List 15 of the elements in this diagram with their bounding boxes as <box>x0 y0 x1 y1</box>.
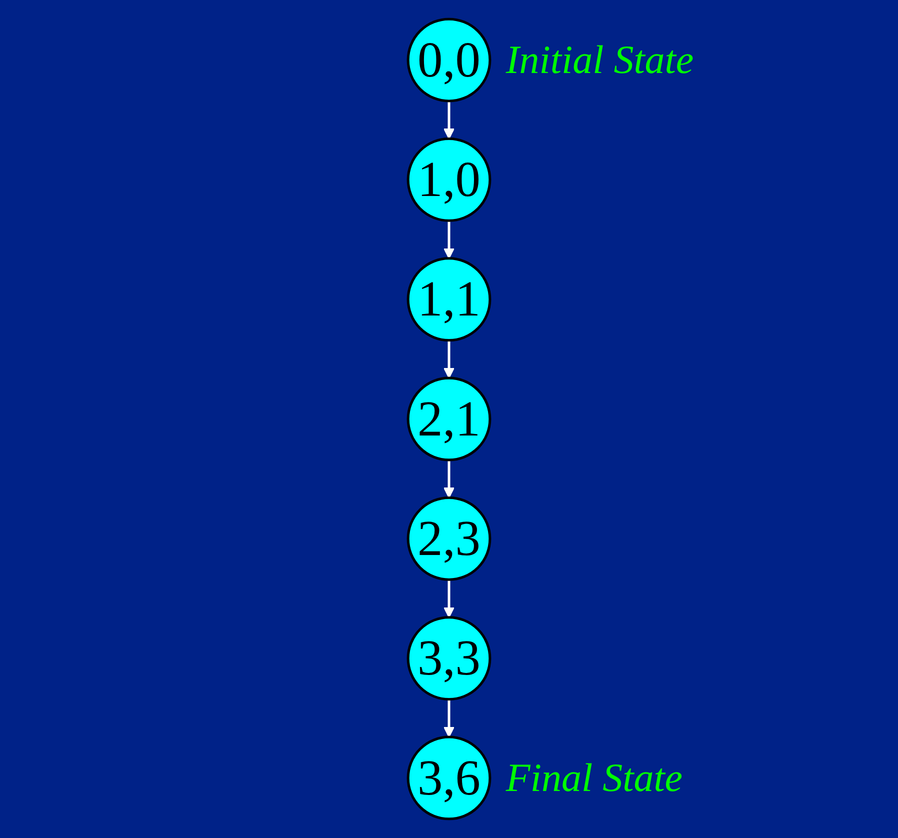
node-circle <box>406 18 492 102</box>
arrow <box>443 220 455 259</box>
node-circle <box>406 496 492 581</box>
arrow <box>443 699 455 738</box>
arrow <box>443 460 455 498</box>
node-circle <box>406 376 492 462</box>
arrow <box>443 340 455 379</box>
node-circle <box>406 736 492 820</box>
arrow <box>443 580 455 618</box>
node-circle <box>406 137 492 222</box>
state-caption: Initial State <box>506 36 694 83</box>
node-circle <box>406 257 492 342</box>
node-circle <box>406 616 492 701</box>
state-caption: Final State <box>506 754 683 801</box>
arrow <box>443 100 455 140</box>
